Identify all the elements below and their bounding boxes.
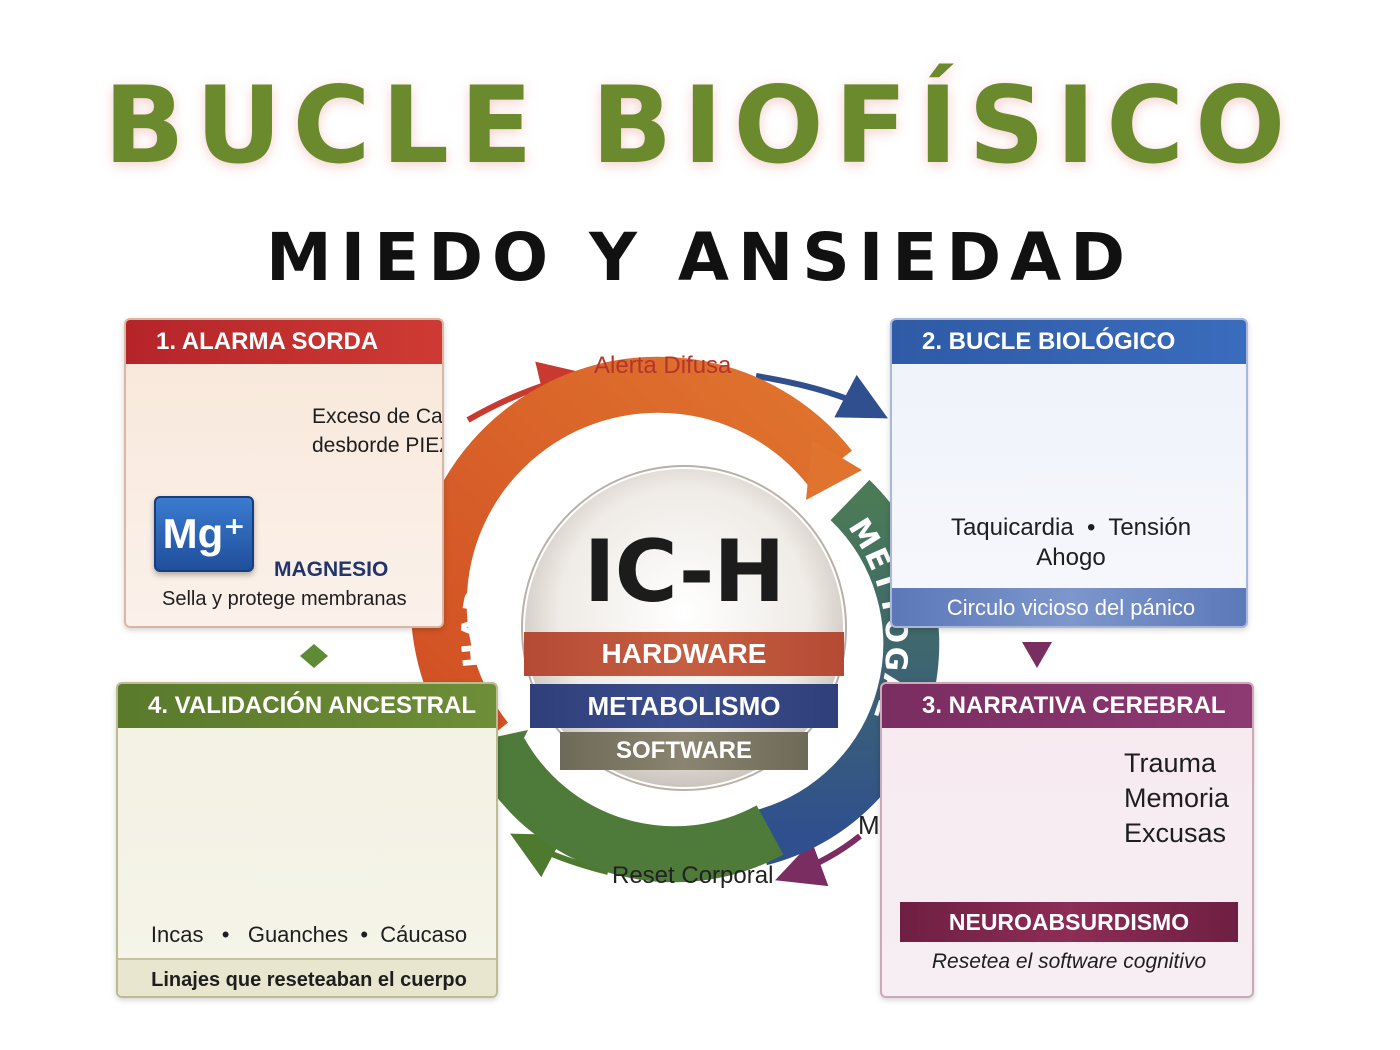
panel-3-bar: NEUROABSURDISMO — [900, 902, 1238, 942]
arrow-alerta-to-bucle — [755, 373, 888, 419]
panel-3-item-excusas: Excusas — [1124, 818, 1227, 848]
panel-3-item-trauma: Trauma — [1124, 748, 1217, 778]
panel-2-header: 2. BUCLE BIOLÓGICO — [892, 320, 1246, 364]
page-title: BUCLE BIOFÍSICO — [103, 64, 1297, 187]
panel-1-line2: desborde PIEZO1/2 — [312, 434, 442, 457]
magnesium-icon: Mg⁺ — [154, 496, 254, 572]
panel-4-peoples: Incas • Guanches • Cáucaso — [150, 922, 468, 947]
ring-green-arc — [475, 737, 784, 883]
arrow-narrativa-to-reset — [775, 833, 862, 887]
panel-3-header: 3. NARRATIVA CEREBRAL — [882, 684, 1252, 728]
panel-narrativa-cerebral: 3. NARRATIVA CEREBRAL Trauma Memoria Exc… — [880, 682, 1254, 998]
connector-1-4-icon — [300, 644, 328, 668]
panel-3-caption: Resetea el software cognitivo — [931, 950, 1207, 973]
band-software: SOFTWARE — [560, 732, 808, 770]
label-alerta-difusa: Alerta Difusa — [594, 352, 732, 379]
panel-1-line1: Exceso de Ca2⁺ — [312, 405, 443, 428]
panel-alarma-sorda: 1. ALARMA SORDA Exceso de Ca2⁺ desborde … — [124, 318, 444, 628]
panel-1-header: 1. ALARMA SORDA — [126, 320, 442, 364]
label-reset-corporal: Reset Corporal — [612, 862, 774, 889]
panel-1-mg-label: MAGNESIO — [274, 558, 389, 581]
panel-2-caption: Circulo vicioso del pánico — [892, 588, 1246, 626]
panel-bucle-biologico: 2. BUCLE BIOLÓGICO Taquicardia • Tensión… — [890, 318, 1248, 628]
band-metabolismo: METABOLISMO — [530, 684, 838, 728]
panel-validacion-ancestral: 4. VALIDACIÓN ANCESTRAL Incas • Guanches… — [116, 682, 498, 998]
panel-3-item-memoria: Memoria — [1124, 783, 1230, 813]
arrow-reset-to-validacion — [510, 833, 609, 878]
panel-4-caption: Linajes que reseteaban el cuerpo — [118, 958, 496, 996]
band-hardware: HARDWARE — [524, 632, 844, 676]
connector-2-3-icon — [1022, 642, 1052, 668]
panel-1-caption: Sella y protege membranas — [162, 588, 407, 610]
panel-2-symptoms: Taquicardia • Tensión — [950, 514, 1192, 541]
panel-2-symptom-ahogo: Ahogo — [1036, 544, 1106, 571]
ring-orange-arc — [410, 356, 852, 758]
center-title: IC-H — [583, 522, 786, 622]
page-subtitle: MIEDO Y ANSIEDAD — [265, 219, 1135, 296]
panel-4-header: 4. VALIDACIÓN ANCESTRAL — [118, 684, 496, 728]
